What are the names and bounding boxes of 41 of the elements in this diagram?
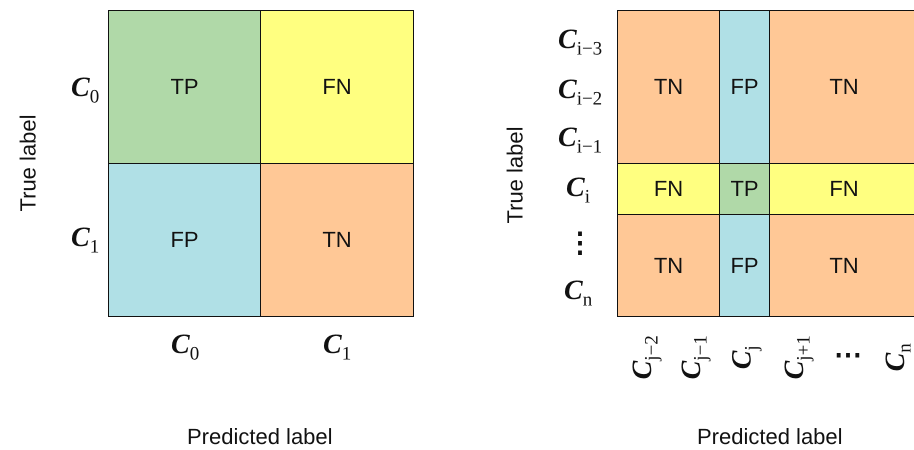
matrix-cell [108,10,261,164]
cell-label: TN [322,227,352,253]
class-label: C$_{i−1}$ [558,122,602,158]
matrix-cell [719,163,770,215]
ellipsis: ⋮ [566,227,594,260]
cell-label: TN [829,74,859,100]
axis-title: Predicted label [187,424,333,450]
matrix-cell [769,163,914,215]
matrix-cell [769,10,914,164]
matrix-cell [260,163,414,317]
cell-label: TN [829,252,859,278]
class-label: C$_{i−2}$ [558,74,602,110]
class-label: C$_{0}$ [71,72,100,108]
cell-label: FP [730,252,759,278]
matrix-cell [769,214,914,317]
axis-title: True label [502,126,528,224]
class-label: C$_{n}$ [564,274,592,312]
cell-label: FP [170,227,199,253]
cell-label: TP [170,74,199,100]
matrix-cell [617,214,720,317]
class-label: C$_{0}$ [171,328,200,366]
matrix-cell [719,214,770,317]
class-label: C$_{i−3}$ [558,24,602,60]
matrix-cell [719,10,770,164]
cell-label: FN [654,176,684,202]
axis-title: True label [15,114,41,212]
axis-title: Predicted label [697,424,843,450]
matrix-cell [260,10,414,164]
class-label: C$_{1}$ [71,222,100,258]
cell-label: FP [730,74,759,100]
matrix-cell [617,10,720,164]
class-label: C$_{i}$ [566,172,590,208]
class-label: C$_{1}$ [323,328,352,366]
cell-label: TN [654,252,684,278]
matrix-cell [617,163,720,215]
cell-label: TP [730,176,759,202]
cell-label: TN [654,74,684,100]
matrix-cell [108,163,261,317]
cell-label: FN [322,74,352,100]
cell-label: FN [829,176,859,202]
ellipsis: ⋯ [834,339,862,372]
